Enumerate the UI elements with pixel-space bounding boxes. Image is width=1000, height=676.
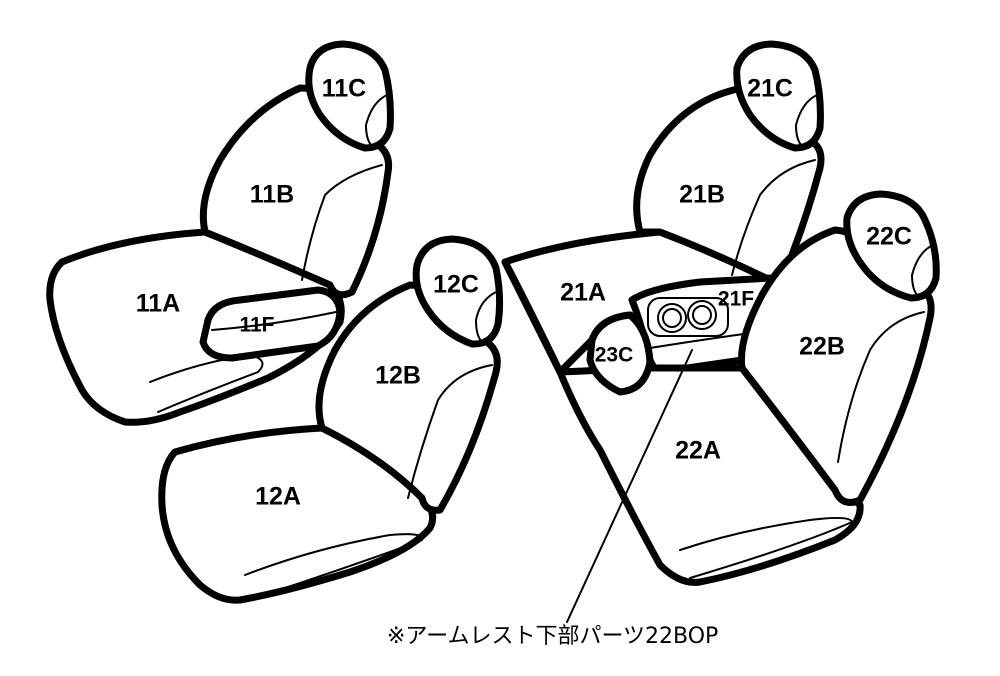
seat-11-headrest-shape [305, 40, 394, 152]
part-label-22C: 22C [866, 223, 912, 251]
seat-21-headrest-shape [733, 40, 824, 152]
seat-11: 11C 11B 11A 11F [46, 40, 394, 426]
seat-22-headrest-trim [910, 244, 934, 297]
part-label-21C: 21C [747, 75, 793, 103]
seat-12-headrest-trim [474, 291, 497, 343]
seat-21: 21C 21B 21A 21F [501, 40, 825, 376]
part-label-22A: 22A [675, 437, 721, 465]
seat-12-headrest-shape [412, 235, 504, 348]
seat-22-back-side-trim [837, 311, 925, 463]
seat-12: 12C 12B 12A [158, 235, 504, 604]
part-23C-group: 23C [586, 311, 654, 396]
part-label-11C: 11C [322, 75, 366, 103]
seat-22-cushion-trim [679, 516, 854, 579]
cup-holder-left-inner [662, 308, 682, 328]
part-23C-shape [586, 311, 654, 396]
cup-holder-right [687, 300, 717, 330]
seat-11-back-side-trim [301, 164, 383, 281]
cup-holder-left [657, 303, 687, 333]
part-label-11F: 11F [239, 314, 274, 337]
seat-12-back-side-trim [407, 364, 493, 499]
seat-12-cushion-trim [244, 533, 424, 599]
part-label-21A: 21A [560, 279, 606, 307]
part-label-21F: 21F [718, 288, 754, 311]
seat-11-cushion-trim [149, 353, 264, 413]
seat-21-headrest-trim [794, 94, 818, 147]
seat-21-back-side-trim [731, 159, 816, 276]
part-label-12A: 12A [255, 483, 301, 511]
seat-11-armrest-trim [211, 311, 337, 331]
part-label-23C: 23C [595, 344, 634, 367]
part-label-12C: 12C [433, 271, 479, 299]
part-label-12B: 12B [375, 362, 421, 390]
bottom-note: ※アームレスト下部パーツ22BOP [387, 624, 718, 649]
part-label-11B: 11B [250, 181, 294, 209]
seat-11-headrest-trim [364, 94, 388, 147]
leader-line [566, 349, 693, 623]
cup-holder-right-inner [692, 305, 712, 325]
part-label-11A: 11A [136, 290, 180, 318]
seat-22-headrest-shape [843, 190, 940, 302]
seat-22: 22C 22B 22A [501, 190, 940, 586]
cup-holder-tray [647, 297, 729, 337]
part-label-21B: 21B [679, 181, 725, 209]
part-label-22B: 22B [799, 333, 845, 361]
